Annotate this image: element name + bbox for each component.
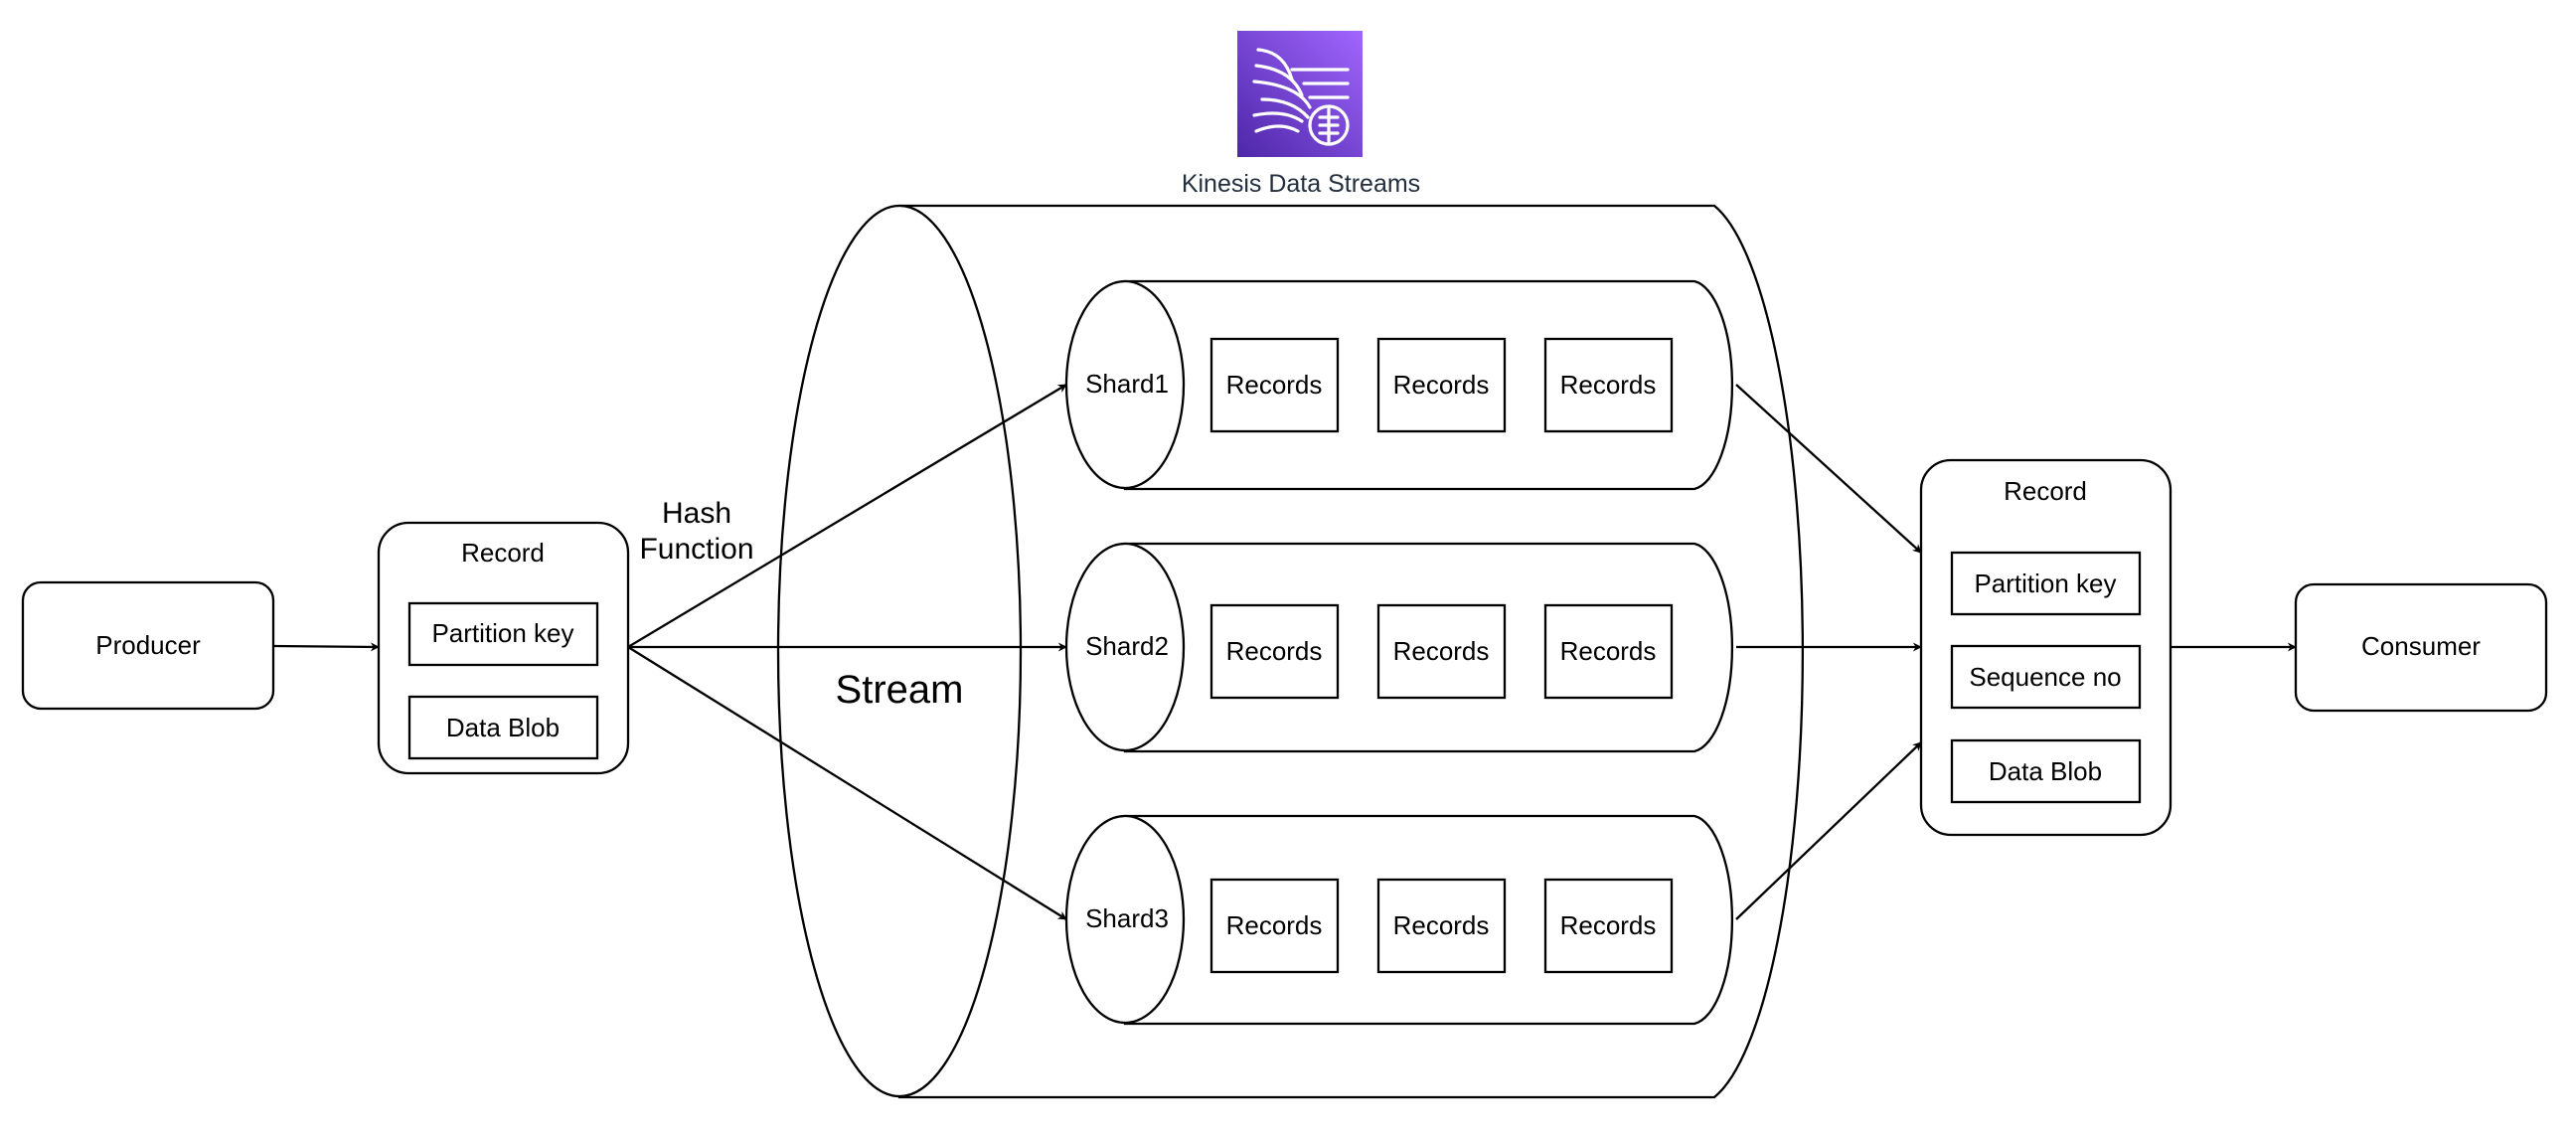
shard-3: Shard3 Records Records Records [1064, 814, 1734, 1026]
kinesis-data-streams-icon [1237, 31, 1363, 157]
shard-2-record-1-box [1209, 603, 1340, 700]
arrow-producer-to-record [272, 642, 380, 652]
output-record-data-blob-box [1950, 738, 2142, 804]
shard-2-record-1: Records [1226, 636, 1323, 666]
shard-2-record-3-box [1543, 603, 1674, 700]
shard-3-label: Shard3 [1085, 903, 1169, 933]
shard-2: Shard2 Records Records Records [1064, 542, 1734, 753]
shard-1: Shard1 Records Records Records [1064, 279, 1734, 491]
input-record-partition-key: Partition key [431, 618, 573, 648]
input-record-data-blob: Data Blob [446, 713, 560, 742]
hash-function-line-2: Function [639, 533, 753, 566]
shard-3-record-1-box [1209, 878, 1340, 974]
input-record-partition-key-box [407, 601, 599, 667]
shard-1-record-3-box [1543, 337, 1674, 433]
shard-3-record-1: Records [1226, 910, 1323, 940]
output-record: Record Partition key Sequence no Data Bl… [1919, 458, 2173, 837]
producer-label: Producer [95, 630, 201, 660]
hash-function-line-1: Hash [662, 497, 731, 530]
shard-2-record-2-box [1376, 603, 1507, 700]
consumer-node: Consumer [2294, 582, 2548, 713]
arrow-hash-to-shard-1 [627, 384, 1067, 648]
shard-3-record-2: Records [1393, 910, 1490, 940]
shard-1-record-3: Records [1560, 370, 1657, 400]
shard-3-record-2-box [1376, 878, 1507, 974]
shard-2-label: Shard2 [1085, 631, 1169, 661]
arrow-shard-1-to-record [1735, 384, 1922, 554]
consumer-label: Consumer [2361, 631, 2481, 661]
shard-2-record-3: Records [1560, 636, 1657, 666]
arrow-shard-3-to-record [1735, 741, 1922, 920]
service-name: Kinesis Data Streams [1182, 170, 1420, 198]
output-record-sequence-no-box [1950, 644, 2142, 710]
input-record-title: Record [461, 538, 545, 568]
output-record-sequence-no: Sequence no [1969, 662, 2121, 692]
output-record-partition-key-box [1950, 551, 2142, 616]
producer-node: Producer [21, 580, 275, 711]
shard-1-record-2-box [1376, 337, 1507, 433]
shard-1-record-1: Records [1226, 370, 1323, 400]
shard-1-record-1-box [1209, 337, 1340, 433]
input-record-data-blob-box [407, 695, 599, 760]
output-record-partition-key: Partition key [1974, 569, 2116, 598]
output-record-title: Record [2004, 476, 2087, 506]
output-record-data-blob: Data Blob [1989, 756, 2102, 786]
arrow-hash-to-shard-3 [627, 646, 1067, 920]
shard-2-record-2: Records [1393, 636, 1490, 666]
shard-3-record-3-box [1543, 878, 1674, 974]
shard-1-record-2: Records [1393, 370, 1490, 400]
shard-3-record-3: Records [1560, 910, 1657, 940]
stream-label: Stream [836, 668, 964, 712]
shard-1-label: Shard1 [1085, 369, 1169, 399]
input-record: Record Partition key Data Blob [377, 521, 630, 775]
